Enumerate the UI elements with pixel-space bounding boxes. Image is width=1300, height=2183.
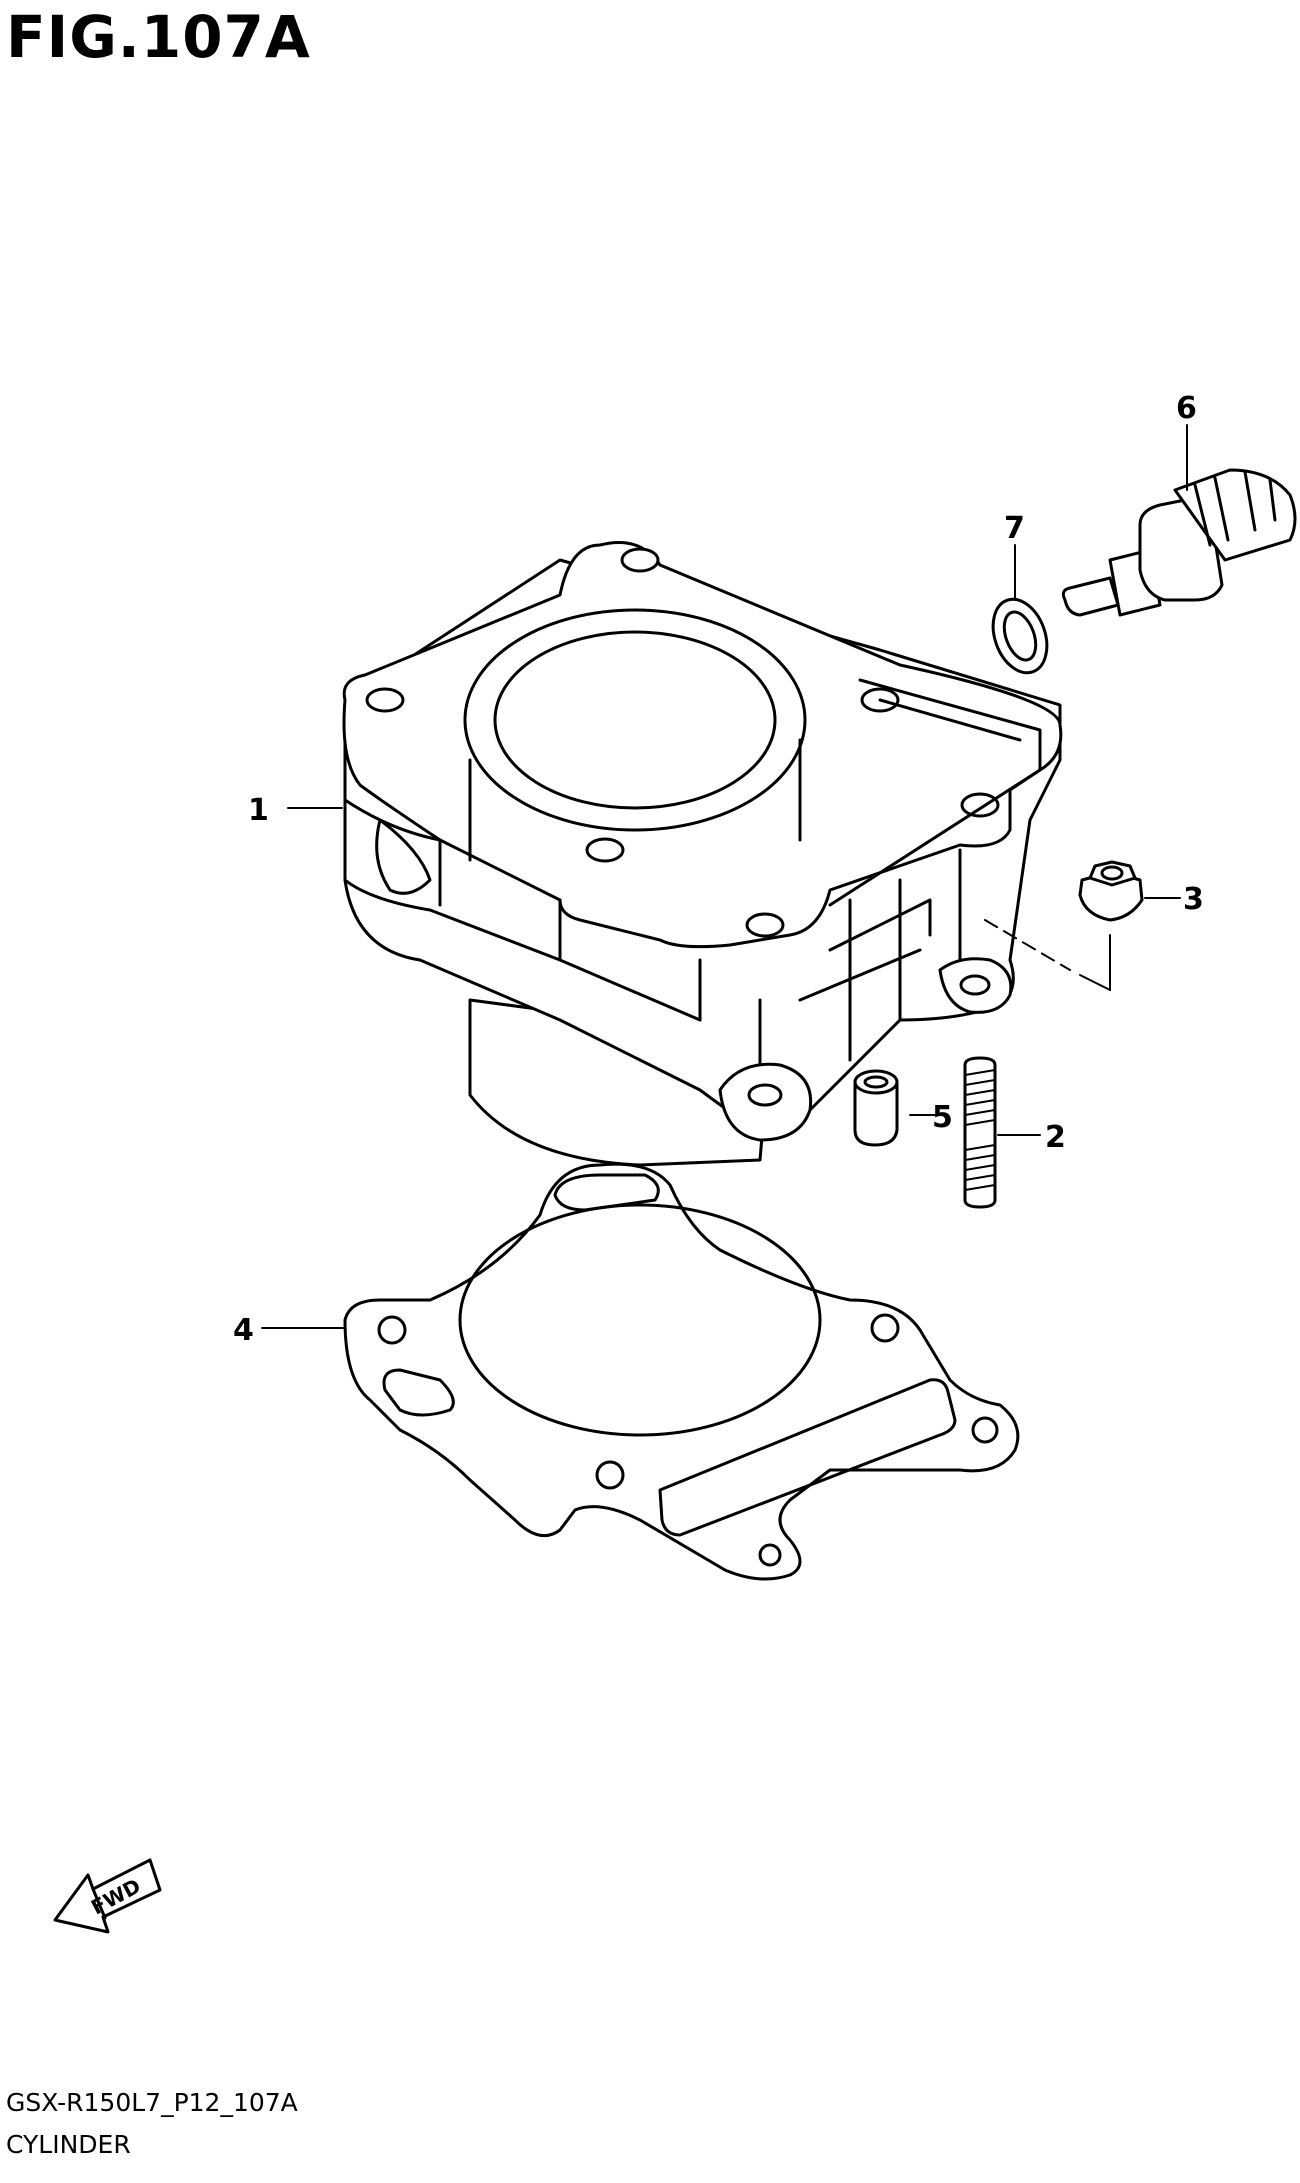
leader-2: 2 [997,1120,1066,1155]
callout-1-label: 1 [248,793,269,828]
sealing-washer-part[interactable] [984,592,1057,681]
callout-6-label: 6 [1176,391,1197,426]
callout-5-label: 5 [932,1100,953,1135]
callout-3-label: 3 [1183,882,1204,917]
leader-7: 7 [1004,511,1025,601]
leader-1: 1 [248,793,343,828]
cylinder-base-gasket-part[interactable] [343,1162,1020,1581]
drawing-name: CYLINDER [6,2130,131,2159]
callout-2-label: 2 [1045,1120,1066,1155]
cylinder-part[interactable] [342,541,1063,1167]
forward-direction-arrow: FWD [53,1858,162,1934]
drawing-code: GSX-R150L7_P12_107A [6,2088,298,2117]
figure-title: FIG.107A [6,3,311,71]
temperature-sensor-part[interactable] [1061,468,1297,617]
flange-nut-part[interactable] [1078,860,1144,922]
callout-7-label: 7 [1004,511,1025,546]
leader-6: 6 [1176,391,1197,491]
leader-3: 3 [984,882,1204,991]
stud-bolt-part[interactable] [963,1056,997,1209]
dowel-pin-part[interactable] [853,1069,899,1147]
leader-4: 4 [233,1313,346,1348]
callout-4-label: 4 [233,1313,254,1348]
leader-5: 5 [909,1100,953,1135]
